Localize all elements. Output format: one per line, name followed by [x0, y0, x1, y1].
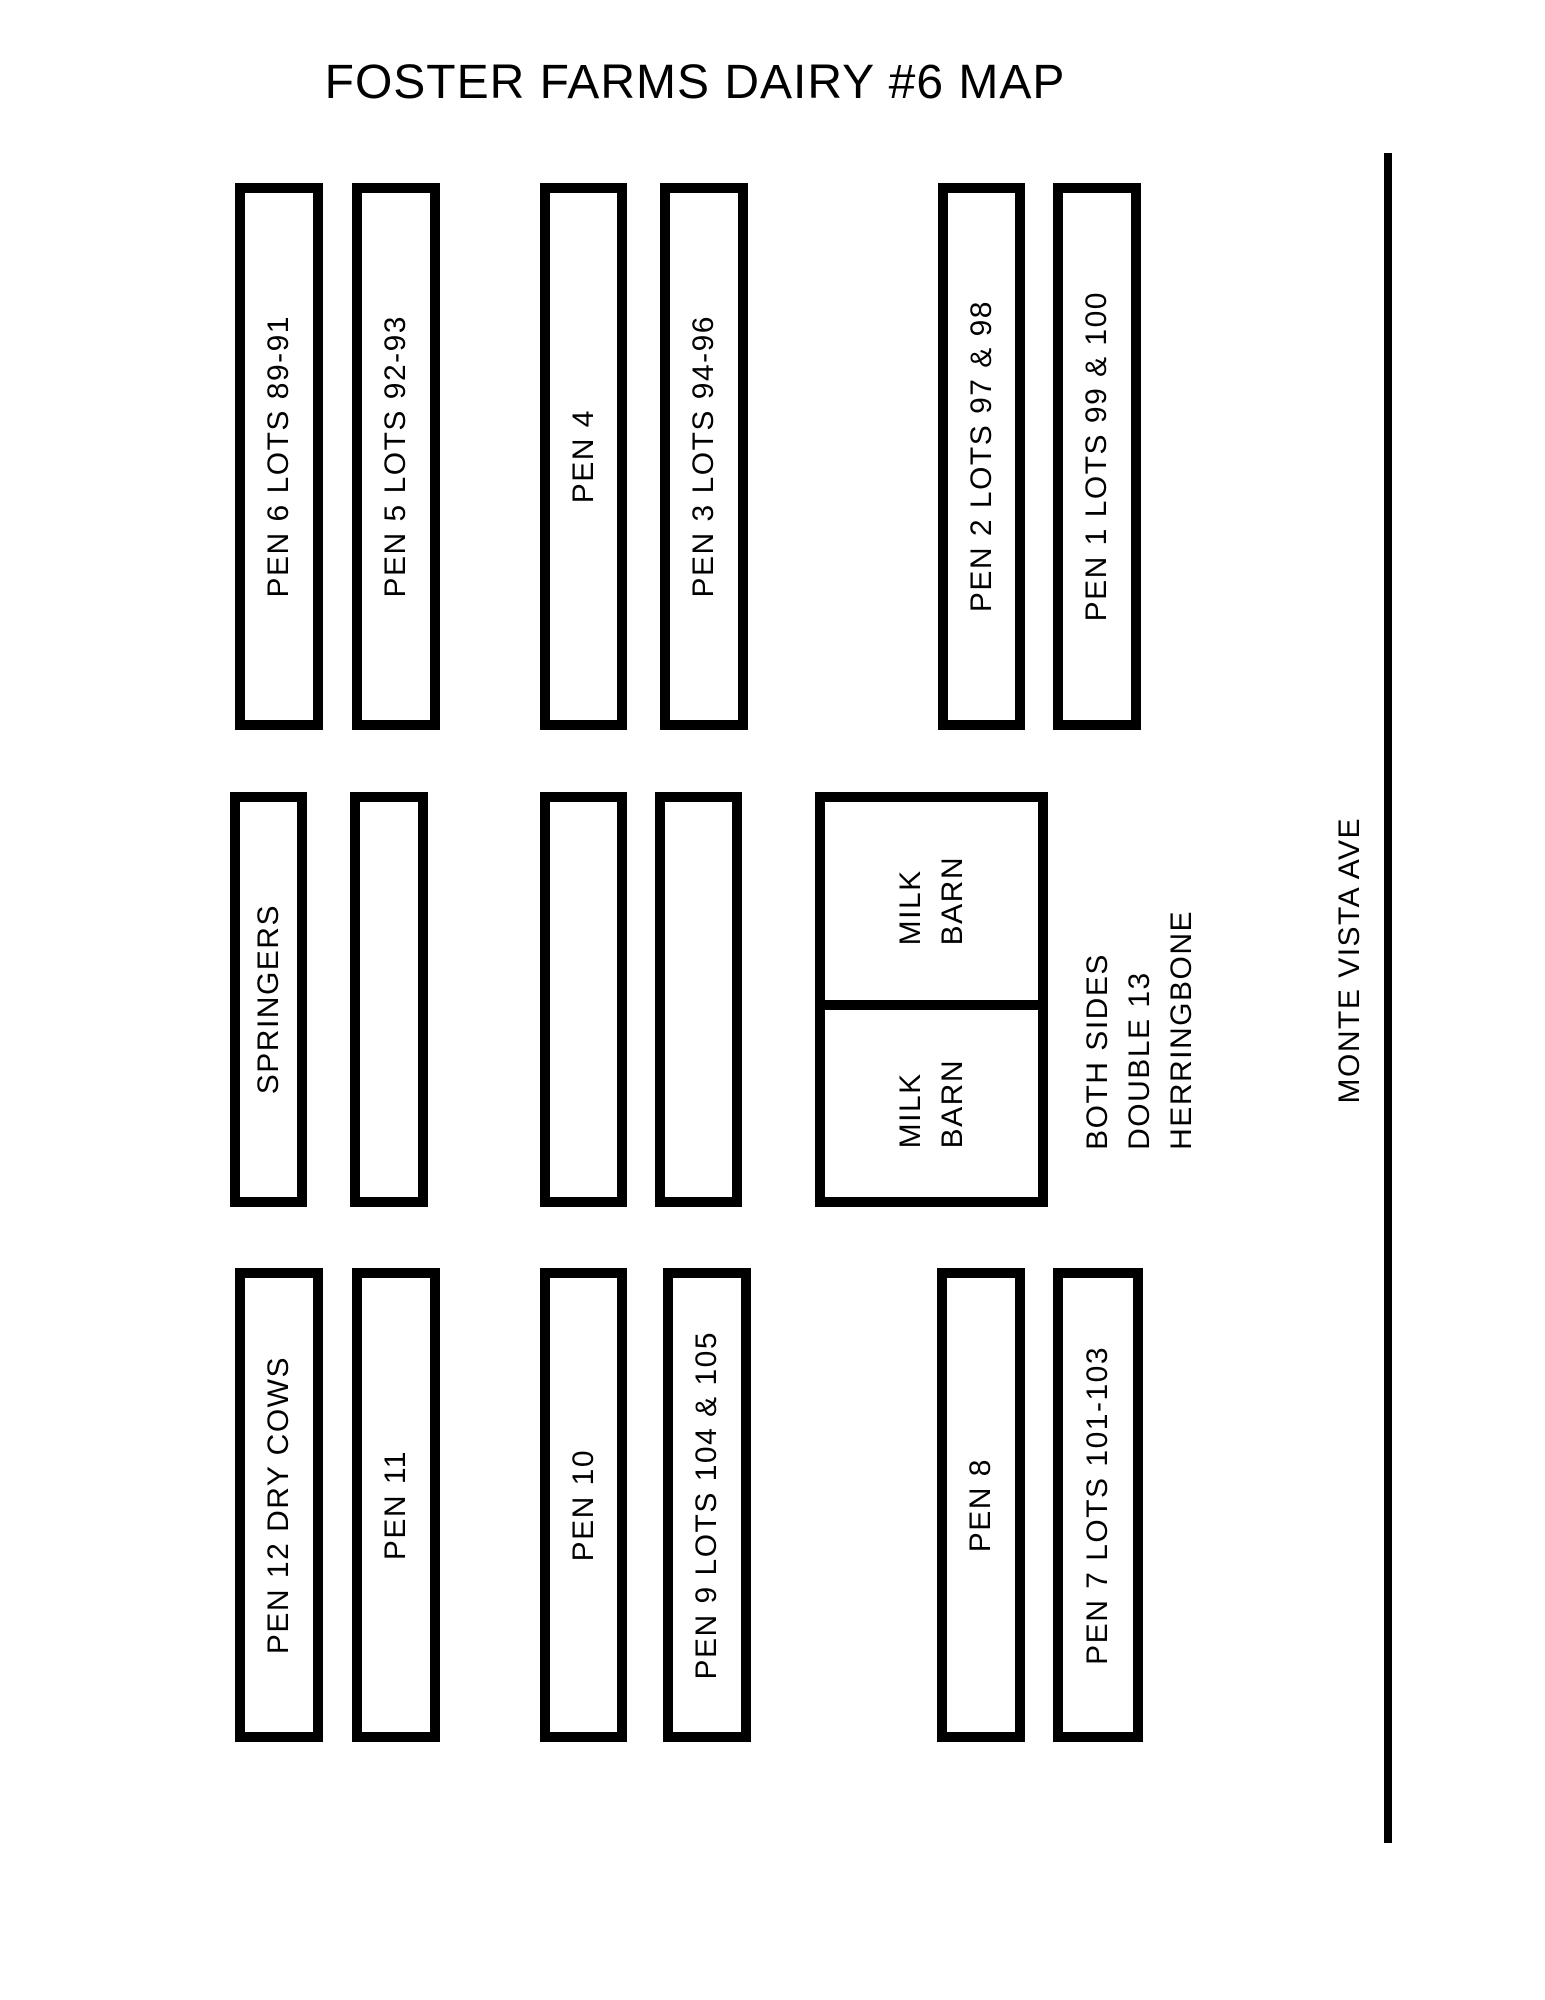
- monte-vista-ave-label: MONTE VISTA AVE: [1333, 816, 1366, 1104]
- milk-barn-lower-line1: MILK: [893, 1072, 927, 1149]
- pen-9-box: PEN 9 LOTS 104 & 105: [663, 1268, 751, 1742]
- pen-4-box: PEN 4: [540, 183, 627, 730]
- pen-4-label: PEN 4: [566, 409, 600, 504]
- milk-barn-upper-label: MILK BARN: [890, 856, 974, 945]
- pen-11-box: PEN 11: [352, 1268, 440, 1742]
- pen-12-label: PEN 12 DRY COWS: [262, 1355, 295, 1655]
- pen-6-box: PEN 6 LOTS 89-91: [235, 183, 323, 730]
- pen-1-label: PEN 1 LOTS 99 & 100: [1080, 291, 1113, 622]
- milk-barn-building: MILK BARN MILK BARN: [815, 792, 1048, 1207]
- pen-7-label: PEN 7 LOTS 101-103: [1081, 1345, 1114, 1665]
- pen-10-label: PEN 10: [566, 1448, 600, 1562]
- unlabeled-pen-box-2: [540, 792, 627, 1207]
- pen-2-label: PEN 2 LOTS 97 & 98: [964, 300, 998, 613]
- pen-12-box: PEN 12 DRY COWS: [235, 1268, 323, 1742]
- springers-box: SPRINGERS: [230, 792, 307, 1207]
- milk-barn-upper-room: MILK BARN: [825, 802, 1038, 1010]
- herringbone-note-line3: HERRINGBONE: [1165, 910, 1198, 1150]
- milk-barn-upper-line2: BARN: [935, 856, 969, 946]
- herringbone-note-line1: BOTH SIDES: [1081, 953, 1114, 1150]
- herringbone-note: BOTH SIDES DOUBLE 13 HERRINGBONE: [1060, 810, 1220, 1250]
- pen-9-label: PEN 9 LOTS 104 & 105: [690, 1330, 723, 1680]
- pen-5-box: PEN 5 LOTS 92-93: [352, 183, 440, 730]
- milk-barn-upper-line1: MILK: [893, 869, 927, 946]
- pen-3-label: PEN 3 LOTS 94-96: [687, 315, 720, 598]
- pen-2-box: PEN 2 LOTS 97 & 98: [938, 183, 1025, 730]
- springers-label: SPRINGERS: [251, 904, 285, 1095]
- milk-barn-lower-line2: BARN: [935, 1058, 969, 1149]
- monte-vista-ave-label-wrap: MONTE VISTA AVE: [1318, 690, 1382, 1230]
- milk-barn-lower-room: MILK BARN: [825, 1010, 1038, 1197]
- pen-10-box: PEN 10: [540, 1268, 627, 1742]
- pen-1-box: PEN 1 LOTS 99 & 100: [1053, 183, 1141, 730]
- herringbone-note-line2: DOUBLE 13: [1123, 971, 1156, 1150]
- pen-8-label: PEN 8: [964, 1457, 997, 1553]
- pen-8-box: PEN 8: [937, 1268, 1025, 1742]
- pen-11-label: PEN 11: [379, 1449, 412, 1561]
- unlabeled-pen-box-3: [655, 792, 742, 1207]
- pen-3-box: PEN 3 LOTS 94-96: [660, 183, 748, 730]
- milk-barn-lower-label: MILK BARN: [890, 1059, 974, 1148]
- pen-7-box: PEN 7 LOTS 101-103: [1053, 1268, 1143, 1742]
- pen-6-label: PEN 6 LOTS 89-91: [262, 315, 295, 598]
- monte-vista-ave-road-line: [1384, 153, 1392, 1843]
- unlabeled-pen-box-1: [350, 792, 428, 1207]
- herringbone-note-text: BOTH SIDES DOUBLE 13 HERRINGBONE: [1077, 910, 1203, 1150]
- map-title: FOSTER FARMS DAIRY #6 MAP: [324, 56, 1066, 109]
- pen-5-label: PEN 5 LOTS 92-93: [379, 315, 412, 598]
